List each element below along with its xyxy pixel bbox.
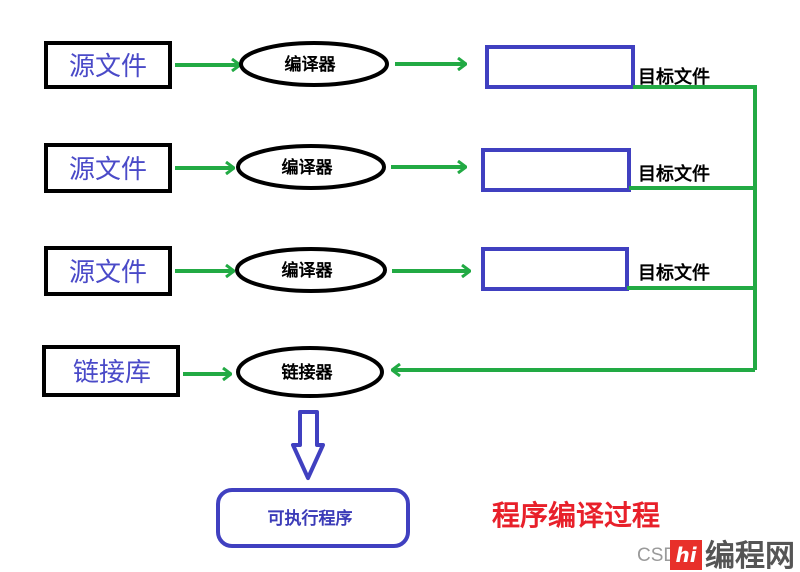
object-files-collector-line	[392, 85, 757, 370]
source-file-1-label: 源文件	[69, 52, 147, 82]
object-file-3-box	[481, 247, 629, 291]
executable-label: 可执行程序	[268, 508, 353, 529]
object-file-2-box	[481, 148, 631, 192]
output-down-arrow	[291, 410, 325, 480]
watermark: CSD hi 编程网	[637, 539, 795, 572]
compiler-2-label: 编译器	[282, 157, 334, 178]
object-file-3-label: 目标文件	[638, 262, 710, 284]
source-file-2-label: 源文件	[69, 155, 147, 185]
watermark-site-name: 编程网	[705, 539, 795, 572]
source-file-3: 源文件	[44, 246, 172, 296]
object-file-1-label: 目标文件	[638, 66, 710, 88]
watermark-logo-icon	[670, 540, 702, 570]
link-library-label: 链接库	[73, 358, 151, 388]
link-library: 链接库	[42, 345, 180, 397]
compiler-1-label: 编译器	[285, 54, 337, 75]
linker: 链接器	[236, 346, 384, 398]
source-file-1: 源文件	[44, 41, 172, 89]
executable: 可执行程序	[216, 488, 410, 548]
compiler-1: 编译器	[239, 41, 389, 87]
watermark-prefix: CSD	[637, 545, 677, 566]
object-file-1-box	[485, 45, 635, 89]
watermark-logo-text: hi	[675, 543, 697, 567]
source-file-2: 源文件	[44, 143, 172, 193]
source-file-3-label: 源文件	[69, 258, 147, 288]
object-file-2-label: 目标文件	[638, 163, 710, 185]
linker-label: 链接器	[282, 362, 334, 383]
diagram-title: 程序编译过程	[492, 499, 660, 532]
compiler-2: 编译器	[236, 144, 386, 190]
compiler-3: 编译器	[235, 247, 387, 293]
compiler-3-label: 编译器	[282, 260, 334, 281]
